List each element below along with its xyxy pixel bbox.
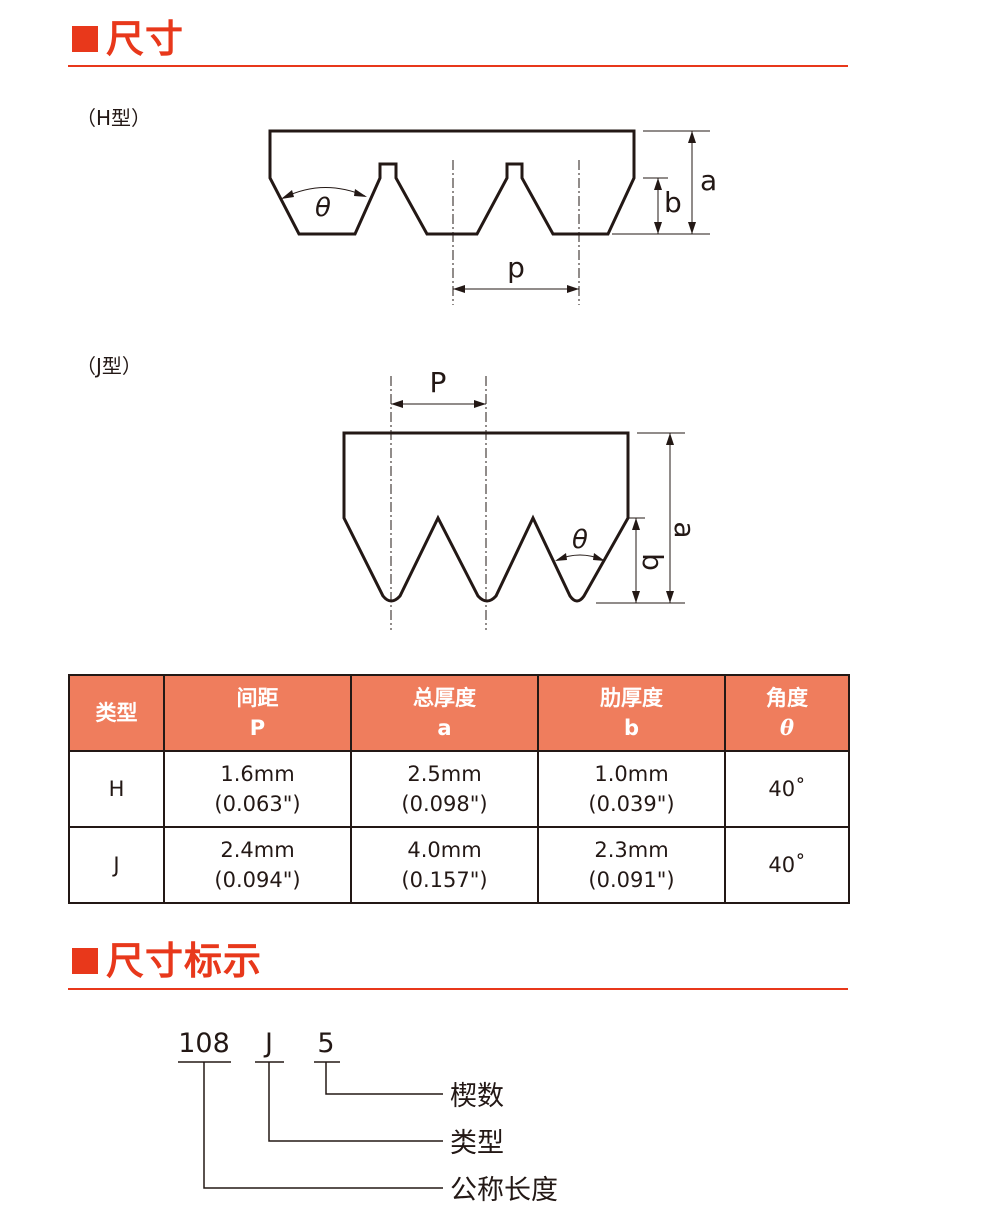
- j-a-arrow-top: [666, 433, 674, 445]
- cell-pitch-in: (0.063"): [214, 792, 301, 816]
- cell-rib: 1.0mm (0.039"): [537, 750, 726, 828]
- h-theta-label: θ: [315, 193, 331, 223]
- cell-angle: 40˚: [724, 750, 850, 828]
- h-b-arrow-top: [654, 178, 662, 190]
- cell-type: J: [68, 826, 165, 904]
- leader-ribs: [325, 1062, 443, 1095]
- header-rib-text: 肋厚度: [600, 685, 663, 710]
- table-row: J 2.4mm (0.094") 4.0mm (0.157") 2.3mm (0.09…: [68, 826, 850, 904]
- h-b-label: b: [664, 186, 682, 219]
- j-type-label: （J型）: [76, 354, 142, 378]
- cell-rib-in: (0.091"): [588, 868, 675, 892]
- cell-type: H: [68, 750, 165, 828]
- label-length: 公称长度: [450, 1175, 558, 1206]
- title-square-icon: [72, 26, 98, 52]
- table-header-row: 类型 间距 P 总厚度 a 肋厚度 b 角度 θ: [68, 674, 850, 752]
- cell-total-mm: 2.5mm: [407, 761, 482, 786]
- header-pitch-text: 间距: [236, 685, 279, 710]
- cell-total: 4.0mm (0.157"): [350, 826, 539, 904]
- h-theta-arrow-right: [354, 189, 367, 197]
- header-type: 类型: [68, 674, 165, 752]
- cell-pitch: 2.4mm (0.094"): [163, 826, 352, 904]
- h-a-arrow-top: [688, 131, 696, 143]
- j-theta-arrow-right: [593, 553, 605, 561]
- designation-type: J: [263, 1028, 273, 1059]
- j-p-arrow-left: [391, 400, 403, 408]
- table-row: H 1.6mm (0.063") 2.5mm (0.098") 1.0mm (0.03…: [68, 750, 850, 828]
- cell-pitch: 1.6mm (0.063"): [163, 750, 352, 828]
- label-type: 类型: [450, 1128, 504, 1159]
- j-p-arrow-right: [474, 400, 486, 408]
- h-a-arrow-bottom: [688, 222, 696, 234]
- j-theta-arrow-left: [555, 553, 567, 561]
- cell-pitch-mm: 1.6mm: [220, 761, 295, 786]
- header-total-thickness: 总厚度 a: [350, 674, 539, 752]
- cell-total-mm: 4.0mm: [407, 837, 482, 862]
- h-belt-outline: [268, 129, 636, 236]
- leader-type: [268, 1062, 443, 1142]
- j-theta-label: θ: [572, 525, 588, 555]
- h-p-label: p: [507, 251, 525, 284]
- h-b-arrow-bottom: [654, 222, 662, 234]
- cell-rib-in: (0.039"): [588, 792, 675, 816]
- j-b-arrow-bottom: [632, 591, 640, 603]
- h-p-arrow-right: [567, 285, 579, 293]
- designation-length: 108: [178, 1028, 230, 1059]
- cell-rib: 2.3mm (0.091"): [537, 826, 726, 904]
- header-total-text: 总厚度: [413, 685, 476, 710]
- cell-pitch-mm: 2.4mm: [220, 837, 295, 862]
- h-a-label: a: [700, 164, 717, 197]
- header-angle-text: 角度: [766, 685, 808, 710]
- h-p-arrow-left: [453, 285, 465, 293]
- section-title-text: 尺寸: [106, 17, 185, 61]
- header-pitch-symbol: P: [249, 716, 266, 740]
- header-angle: 角度 θ: [724, 674, 850, 752]
- j-b-arrow-top: [632, 518, 640, 530]
- header-rib-thickness: 肋厚度 b: [537, 674, 726, 752]
- j-type-diagram: P a b θ: [342, 366, 701, 630]
- leader-length: [203, 1062, 443, 1189]
- cell-total-in: (0.098"): [401, 792, 488, 816]
- section-title-dimensions: 尺寸: [72, 20, 184, 58]
- h-type-label: （H型）: [76, 106, 152, 130]
- h-type-diagram: p a b θ: [268, 129, 717, 305]
- cell-angle: 40˚: [724, 826, 850, 904]
- cell-rib-mm: 2.3mm: [594, 837, 669, 862]
- j-belt-outline: [342, 431, 630, 603]
- header-pitch: 间距 P: [163, 674, 352, 752]
- label-ribs: 楔数: [450, 1081, 504, 1112]
- j-p-label: P: [430, 366, 447, 399]
- j-a-arrow-bottom: [666, 591, 674, 603]
- h-theta-arrow-left: [281, 190, 294, 199]
- title-square-icon: [72, 948, 98, 974]
- designation-ribs: 5: [317, 1028, 334, 1059]
- cell-total: 2.5mm (0.098"): [350, 750, 539, 828]
- j-b-label: b: [636, 553, 669, 571]
- cell-pitch-in: (0.094"): [214, 868, 301, 892]
- cell-total-in: (0.157"): [401, 868, 488, 892]
- header-type-text: 类型: [95, 700, 138, 725]
- section-rule: [68, 988, 848, 990]
- spec-table: 类型 间距 P 总厚度 a 肋厚度 b 角度 θ H 1.6mm (0.063") 2.5…: [68, 674, 850, 904]
- section-title-designation: 尺寸标示: [72, 942, 262, 980]
- header-total-symbol: a: [437, 716, 452, 740]
- j-a-label: a: [668, 521, 701, 538]
- cell-rib-mm: 1.0mm: [594, 761, 669, 786]
- section-rule: [68, 65, 848, 67]
- header-rib-symbol: b: [623, 716, 640, 740]
- section-title-text: 尺寸标示: [106, 939, 263, 983]
- header-angle-symbol: θ: [779, 715, 794, 740]
